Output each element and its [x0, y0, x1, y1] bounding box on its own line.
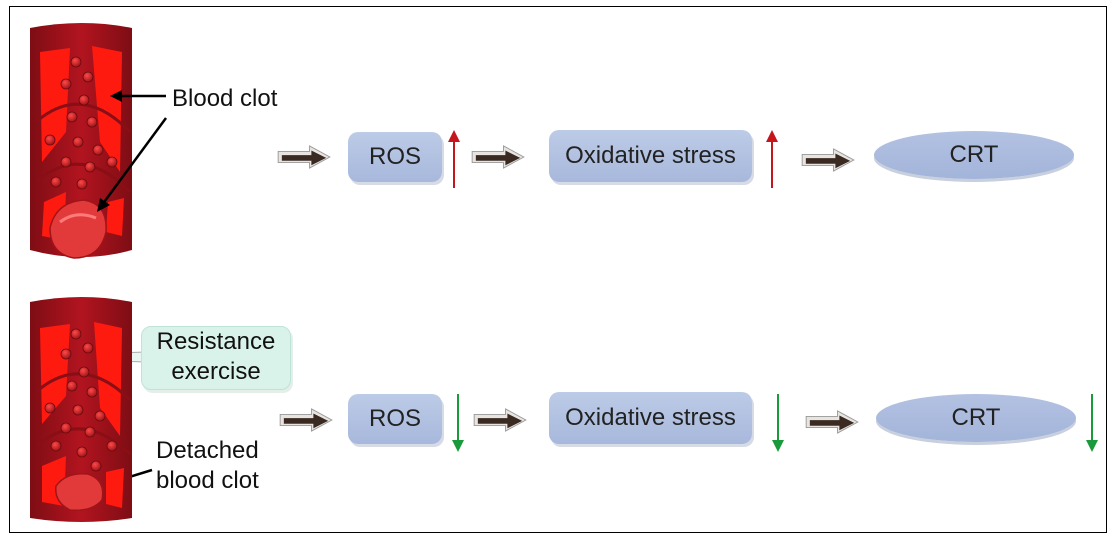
blood-clot-label: Blood clot — [172, 85, 278, 112]
up-arrow-icon — [766, 130, 778, 188]
crt-ellipse-bottom: CRT — [876, 394, 1076, 442]
ros-box-bottom: ROS — [348, 394, 442, 444]
flow-arrow-icon — [276, 145, 332, 169]
oxidative-stress-box-top: Oxidative stress — [549, 130, 752, 182]
detached-label-line-2: blood clot — [156, 467, 259, 494]
detached-label-line-1: Detached — [156, 437, 259, 464]
ros-box-top: ROS — [348, 132, 442, 182]
flow-arrow-icon — [470, 145, 526, 169]
blood-vessel-detached-clot — [30, 297, 132, 522]
flow-arrow-icon — [804, 410, 860, 434]
crt-ellipse-top: CRT — [874, 131, 1074, 179]
resistance-exercise-callout: Resistance exercise — [141, 326, 291, 390]
flow-arrow-icon — [278, 408, 334, 432]
down-arrow-icon — [1086, 394, 1098, 452]
figure-frame — [9, 6, 1107, 533]
flow-arrow-icon — [800, 148, 856, 172]
detached-blood-clot-label: Detached blood clot — [156, 436, 259, 496]
callout-line-2: exercise — [171, 358, 261, 385]
up-arrow-icon — [448, 130, 460, 188]
oxidative-stress-box-bottom: Oxidative stress — [549, 392, 752, 444]
down-arrow-icon — [772, 394, 784, 452]
callout-line-1: Resistance — [156, 328, 276, 355]
flow-arrow-icon — [472, 408, 528, 432]
down-arrow-icon — [452, 394, 464, 452]
